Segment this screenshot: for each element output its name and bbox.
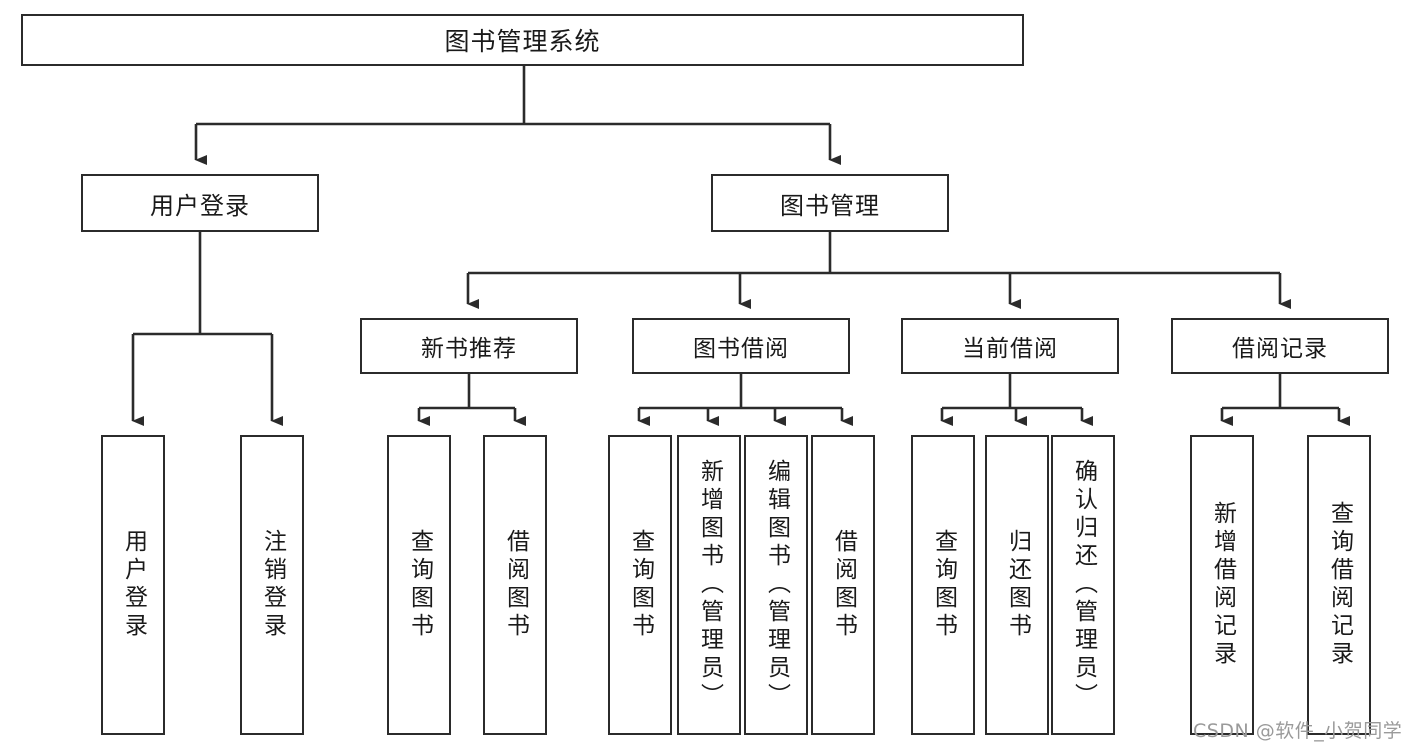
node-leaf-edit-book[interactable]: 编辑图书（管理员） <box>744 435 808 735</box>
node-leaf-login[interactable]: 用户登录 <box>101 435 165 735</box>
node-leaf-add-book[interactable]: 新增图书（管理员） <box>677 435 741 735</box>
node-label: 借阅图书 <box>502 529 529 641</box>
node-current-borrow[interactable]: 当前借阅 <box>901 318 1119 374</box>
node-user-login[interactable]: 用户登录 <box>81 174 319 232</box>
node-label: 新增图书（管理员） <box>696 459 723 711</box>
node-label: 新增借阅记录 <box>1209 501 1236 669</box>
node-label: 图书借阅 <box>693 336 789 362</box>
node-leaf-add-record[interactable]: 新增借阅记录 <box>1190 435 1254 735</box>
node-leaf-return-book[interactable]: 归还图书 <box>985 435 1049 735</box>
node-borrow-record[interactable]: 借阅记录 <box>1171 318 1389 374</box>
node-leaf-borrow-book-2[interactable]: 借阅图书 <box>811 435 875 735</box>
node-book-borrow[interactable]: 图书借阅 <box>632 318 850 374</box>
node-leaf-query-book-1[interactable]: 查询图书 <box>387 435 451 735</box>
node-label: 新书推荐 <box>421 336 517 362</box>
node-label: 用户登录 <box>120 529 147 641</box>
csdn-watermark: CSDN @软件_小贺同学 <box>1193 720 1403 742</box>
node-leaf-query-record[interactable]: 查询借阅记录 <box>1307 435 1371 735</box>
node-label: 确认归还（管理员） <box>1070 459 1097 711</box>
node-leaf-confirm-return[interactable]: 确认归还（管理员） <box>1051 435 1115 735</box>
node-leaf-borrow-book-1[interactable]: 借阅图书 <box>483 435 547 735</box>
node-label: 借阅记录 <box>1232 336 1328 362</box>
node-label: 查询图书 <box>930 529 957 641</box>
node-root-system[interactable]: 图书管理系统 <box>21 14 1024 66</box>
node-leaf-query-book-3[interactable]: 查询图书 <box>911 435 975 735</box>
node-label: 查询借阅记录 <box>1326 501 1353 669</box>
node-label: 用户登录 <box>150 191 250 220</box>
node-label: 编辑图书（管理员） <box>763 459 790 711</box>
node-label: 图书管理系统 <box>444 27 601 56</box>
node-new-book-recommend[interactable]: 新书推荐 <box>360 318 578 374</box>
node-leaf-logout[interactable]: 注销登录 <box>240 435 304 735</box>
node-label: 归还图书 <box>1004 529 1031 641</box>
node-book-manage[interactable]: 图书管理 <box>711 174 949 232</box>
node-label: 注销登录 <box>259 529 286 641</box>
node-label: 当前借阅 <box>962 336 1058 362</box>
node-leaf-query-book-2[interactable]: 查询图书 <box>608 435 672 735</box>
node-label: 图书管理 <box>780 191 880 220</box>
node-label: 查询图书 <box>406 529 433 641</box>
node-label: 查询图书 <box>627 529 654 641</box>
node-label: 借阅图书 <box>830 529 857 641</box>
